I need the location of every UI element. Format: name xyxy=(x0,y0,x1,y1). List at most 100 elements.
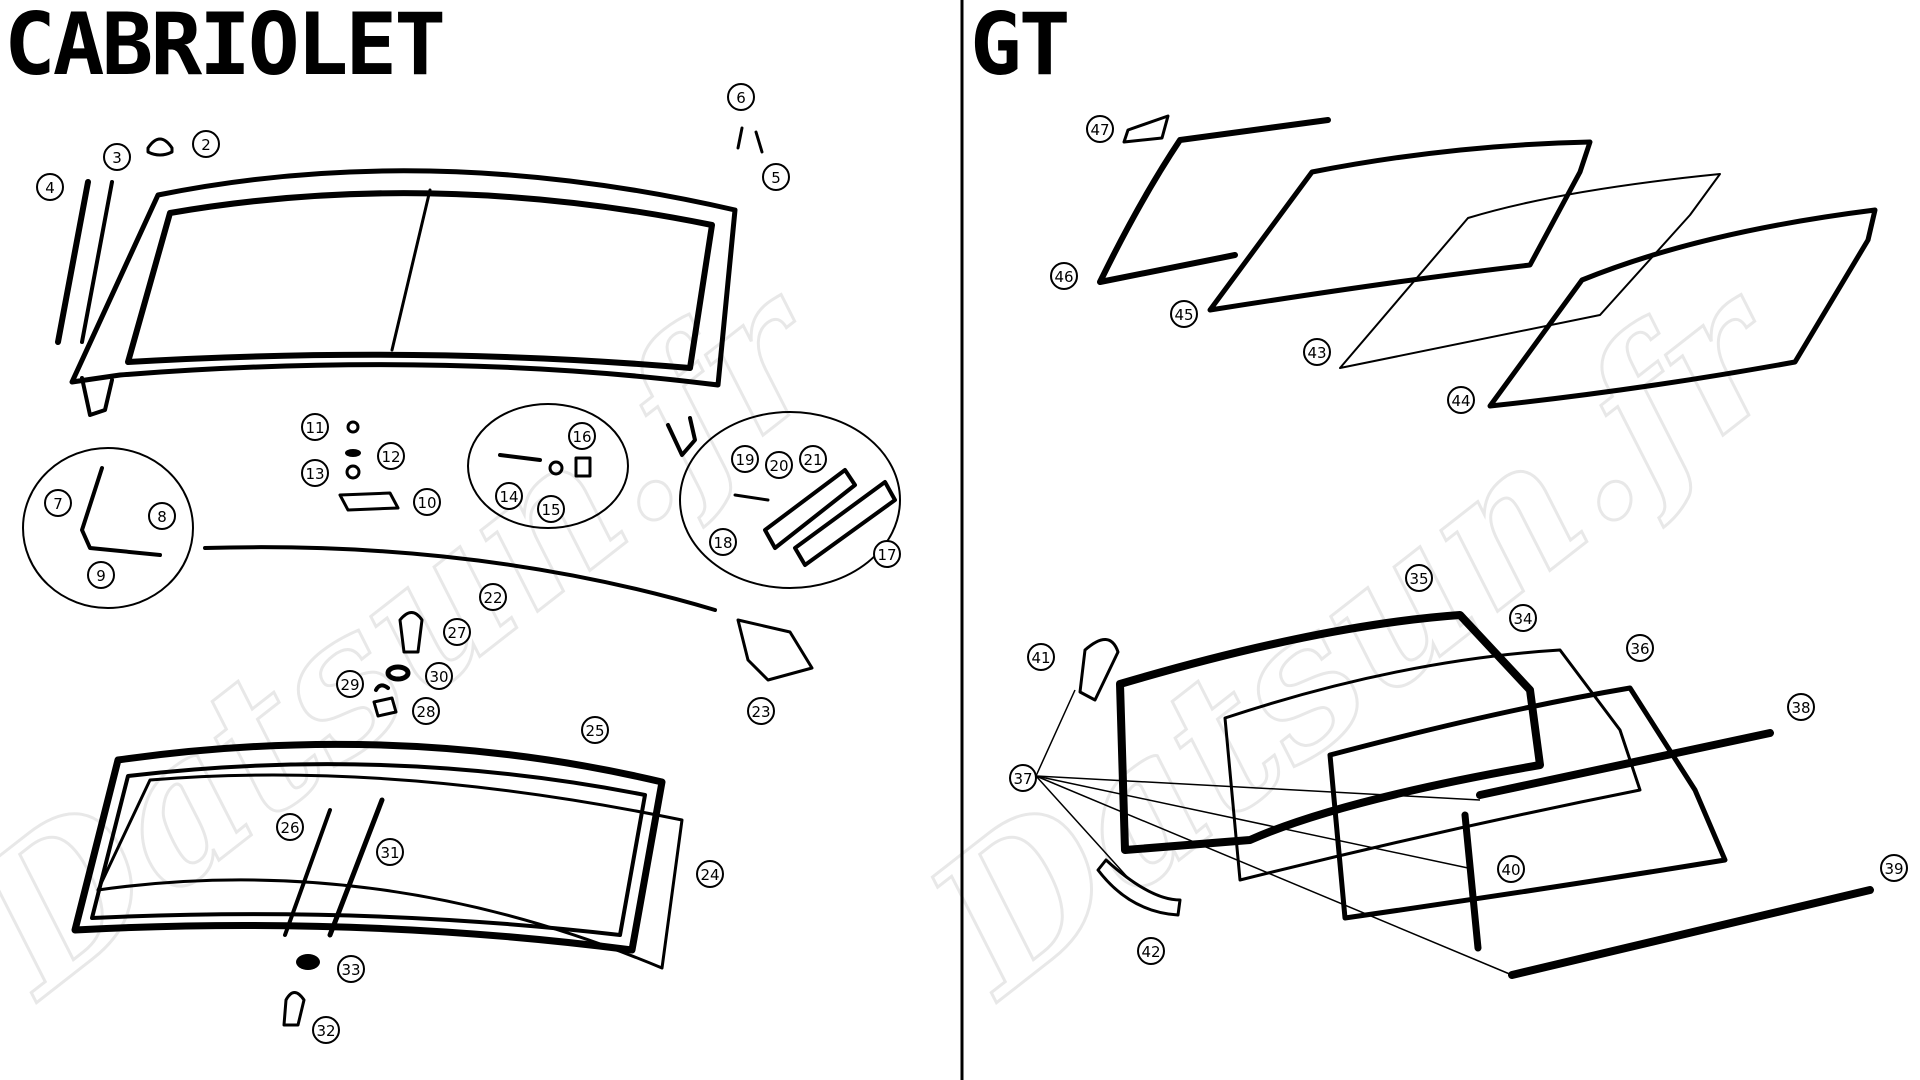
callout-label: 5 xyxy=(771,169,781,187)
callout-label: 12 xyxy=(381,448,400,466)
part-7-bracket xyxy=(80,466,162,557)
callout-label: 33 xyxy=(341,961,360,979)
callout-43: 43 xyxy=(1303,338,1331,366)
callout-label: 15 xyxy=(541,501,560,519)
part-22-strip xyxy=(203,545,717,612)
callout-36: 36 xyxy=(1626,634,1654,662)
part-33-nut xyxy=(296,954,320,970)
callout-27: 27 xyxy=(443,618,471,646)
part-32-cap xyxy=(282,991,306,1027)
part-13-nut xyxy=(345,464,361,480)
section-title-cabriolet: CABRIOLET xyxy=(4,0,446,95)
part-2-grommet xyxy=(146,137,174,157)
callout-label: 6 xyxy=(736,89,746,107)
callout-label: 8 xyxy=(157,508,167,526)
detail-circle-bracket xyxy=(22,447,194,609)
callout-label: 11 xyxy=(305,419,324,437)
callout-32: 32 xyxy=(312,1016,340,1044)
callout-label: 14 xyxy=(499,488,518,506)
part-16-nut xyxy=(574,456,592,478)
callout-5: 5 xyxy=(762,163,790,191)
callout-4: 4 xyxy=(36,173,64,201)
callout-label: 10 xyxy=(417,494,436,512)
part-25-seal xyxy=(71,740,666,954)
part-14-bolt xyxy=(498,453,542,462)
callout-7: 7 xyxy=(44,489,72,517)
callout-label: 4 xyxy=(45,179,55,197)
callout-label: 32 xyxy=(316,1022,335,1040)
callout-label: 18 xyxy=(713,534,732,552)
part-5-6-screws xyxy=(736,126,764,154)
callout-label: 41 xyxy=(1031,649,1050,667)
callout-42: 42 xyxy=(1137,937,1165,965)
callout-47: 47 xyxy=(1086,115,1114,143)
callout-label: 24 xyxy=(700,866,719,884)
callout-label: 16 xyxy=(572,428,591,446)
callout-12: 12 xyxy=(377,442,405,470)
part-4-seal xyxy=(55,179,91,345)
part-19-screw xyxy=(733,493,770,502)
callout-44: 44 xyxy=(1447,386,1475,414)
detail-circle-hinge xyxy=(679,411,901,589)
part-41-corner xyxy=(1078,638,1120,702)
callout-label: 42 xyxy=(1141,943,1160,961)
part-27-bushing xyxy=(398,611,424,654)
section-title-gt: GT xyxy=(970,0,1071,95)
callout-label: 34 xyxy=(1513,610,1532,628)
callout-18: 18 xyxy=(709,528,737,556)
callout-label: 43 xyxy=(1307,344,1326,362)
callout-34: 34 xyxy=(1509,604,1537,632)
part-3-strip xyxy=(80,180,114,344)
callout-label: 22 xyxy=(483,589,502,607)
part-23-hinge xyxy=(736,618,814,682)
part-47-clip xyxy=(1122,114,1170,144)
callout-29: 29 xyxy=(336,670,364,698)
part-10-plate xyxy=(338,491,400,512)
callout-label: 23 xyxy=(751,703,770,721)
callout-11: 11 xyxy=(301,413,329,441)
part-45-seal xyxy=(1207,139,1593,313)
callout-38: 38 xyxy=(1787,693,1815,721)
detail-circle-bolt xyxy=(467,403,629,529)
callout-35: 35 xyxy=(1405,564,1433,592)
callout-label: 2 xyxy=(201,136,211,154)
part-18-hinge-plate xyxy=(763,468,857,550)
callout-17: 17 xyxy=(873,540,901,568)
callout-label: 27 xyxy=(447,624,466,642)
callout-label: 28 xyxy=(416,703,435,721)
callout-23: 23 xyxy=(747,697,775,725)
callout-label: 31 xyxy=(380,844,399,862)
callout-label: 37 xyxy=(1013,770,1032,788)
part-26-rod xyxy=(283,808,332,937)
callout-28: 28 xyxy=(412,697,440,725)
callout-label: 7 xyxy=(53,495,63,513)
callout-21: 21 xyxy=(799,445,827,473)
part-12-washer xyxy=(345,449,361,457)
callout-40: 40 xyxy=(1497,855,1525,883)
callout-37: 37 xyxy=(1009,764,1037,792)
part-11-screw xyxy=(346,420,360,434)
callout-2: 2 xyxy=(192,130,220,158)
callout-label: 20 xyxy=(769,457,788,475)
callout-41: 41 xyxy=(1027,643,1055,671)
callout-19: 19 xyxy=(731,445,759,473)
callout-label: 21 xyxy=(803,451,822,469)
callout-20: 20 xyxy=(765,451,793,479)
callout-label: 40 xyxy=(1501,861,1520,879)
part-15-washer xyxy=(548,460,564,476)
part-29-clip xyxy=(374,683,390,692)
callout-label: 3 xyxy=(112,149,122,167)
callout-10: 10 xyxy=(413,488,441,516)
callout-26: 26 xyxy=(276,813,304,841)
callout-label: 19 xyxy=(735,451,754,469)
callout-label: 17 xyxy=(877,546,896,564)
callout-label: 26 xyxy=(280,819,299,837)
part-42-corner xyxy=(1096,858,1182,917)
callout-label: 44 xyxy=(1451,392,1470,410)
callout-45: 45 xyxy=(1170,300,1198,328)
callout-9: 9 xyxy=(87,561,115,589)
part-44-seal xyxy=(1487,207,1878,409)
callout-24: 24 xyxy=(696,860,724,888)
